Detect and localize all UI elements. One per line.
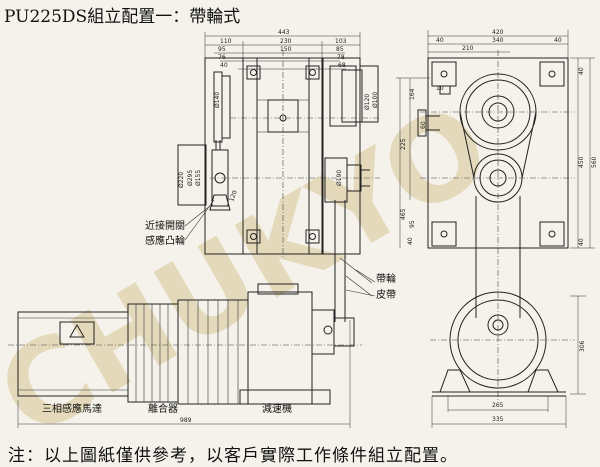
- svg-text:95: 95: [409, 220, 416, 228]
- svg-text:465: 465: [400, 208, 407, 220]
- svg-text:230: 230: [280, 38, 292, 45]
- footer-note: 注：以上圖紙僅供參考，以客戶實際工作條件組立配置。: [8, 446, 458, 466]
- svg-text:Ø220: Ø220: [178, 172, 185, 188]
- label-sensor-cam: 感應凸輪: [145, 234, 185, 247]
- belt-vertical: [334, 200, 373, 322]
- svg-text:164: 164: [409, 88, 416, 100]
- side-view: [396, 30, 595, 400]
- svg-text:40: 40: [220, 62, 228, 69]
- svg-text:420: 420: [492, 29, 504, 36]
- top-frame-view: [177, 32, 380, 258]
- label-proximity-switch: 近接開關: [145, 219, 185, 232]
- svg-text:110: 110: [220, 38, 232, 45]
- svg-text:989: 989: [180, 417, 192, 424]
- svg-text:560: 560: [591, 156, 598, 168]
- svg-text:443: 443: [278, 29, 290, 36]
- svg-text:210: 210: [462, 45, 474, 52]
- svg-text:10: 10: [436, 85, 444, 92]
- drive-train: [8, 283, 362, 428]
- top-frame-dimensions: 443 110 230 103 95 150 85 76 78 68 40 Ø1…: [178, 29, 379, 203]
- svg-text:40: 40: [436, 37, 444, 44]
- label-reducer: 減速機: [262, 402, 292, 415]
- svg-text:103: 103: [335, 38, 347, 45]
- page-title: PU225DS組立配置一：帶輪式: [4, 7, 241, 27]
- svg-text:78: 78: [337, 54, 345, 61]
- svg-text:150: 150: [280, 46, 292, 53]
- svg-text:225: 225: [400, 138, 407, 150]
- svg-text:Ø100: Ø100: [372, 92, 379, 108]
- label-clutch: 離合器: [148, 402, 178, 415]
- svg-text:68: 68: [338, 62, 346, 69]
- side-view-dimensions: 420 40 340 40 210 164 10 60 225 450 40 4…: [400, 29, 598, 246]
- svg-text:40: 40: [578, 67, 585, 75]
- svg-text:60: 60: [420, 121, 427, 129]
- svg-text:40: 40: [578, 238, 585, 246]
- svg-text:Ø120: Ø120: [364, 94, 371, 110]
- svg-text:335: 335: [492, 416, 504, 423]
- svg-text:Ø190: Ø190: [336, 170, 343, 186]
- svg-text:306: 306: [579, 340, 586, 352]
- label-pulley: 帶輪: [376, 272, 396, 285]
- svg-text:450: 450: [578, 156, 585, 168]
- svg-text:Ø295: Ø295: [187, 170, 194, 186]
- svg-text:76: 76: [218, 54, 226, 61]
- svg-text:Ø140: Ø140: [214, 92, 221, 108]
- svg-text:40: 40: [407, 237, 414, 245]
- lower-pulley-view: [430, 291, 586, 428]
- leader-lines: [184, 199, 376, 297]
- lower-pulley-dimensions: 265 335 306: [492, 340, 586, 423]
- label-belt: 皮帶: [376, 288, 396, 301]
- label-motor: 三相感應馬達: [42, 402, 102, 415]
- svg-text:265: 265: [492, 402, 504, 409]
- svg-text:120: 120: [228, 189, 239, 202]
- svg-text:40: 40: [554, 37, 562, 44]
- svg-text:340: 340: [492, 37, 504, 44]
- svg-text:Ø155: Ø155: [195, 170, 202, 186]
- svg-text:85: 85: [336, 46, 344, 53]
- svg-text:95: 95: [218, 46, 226, 53]
